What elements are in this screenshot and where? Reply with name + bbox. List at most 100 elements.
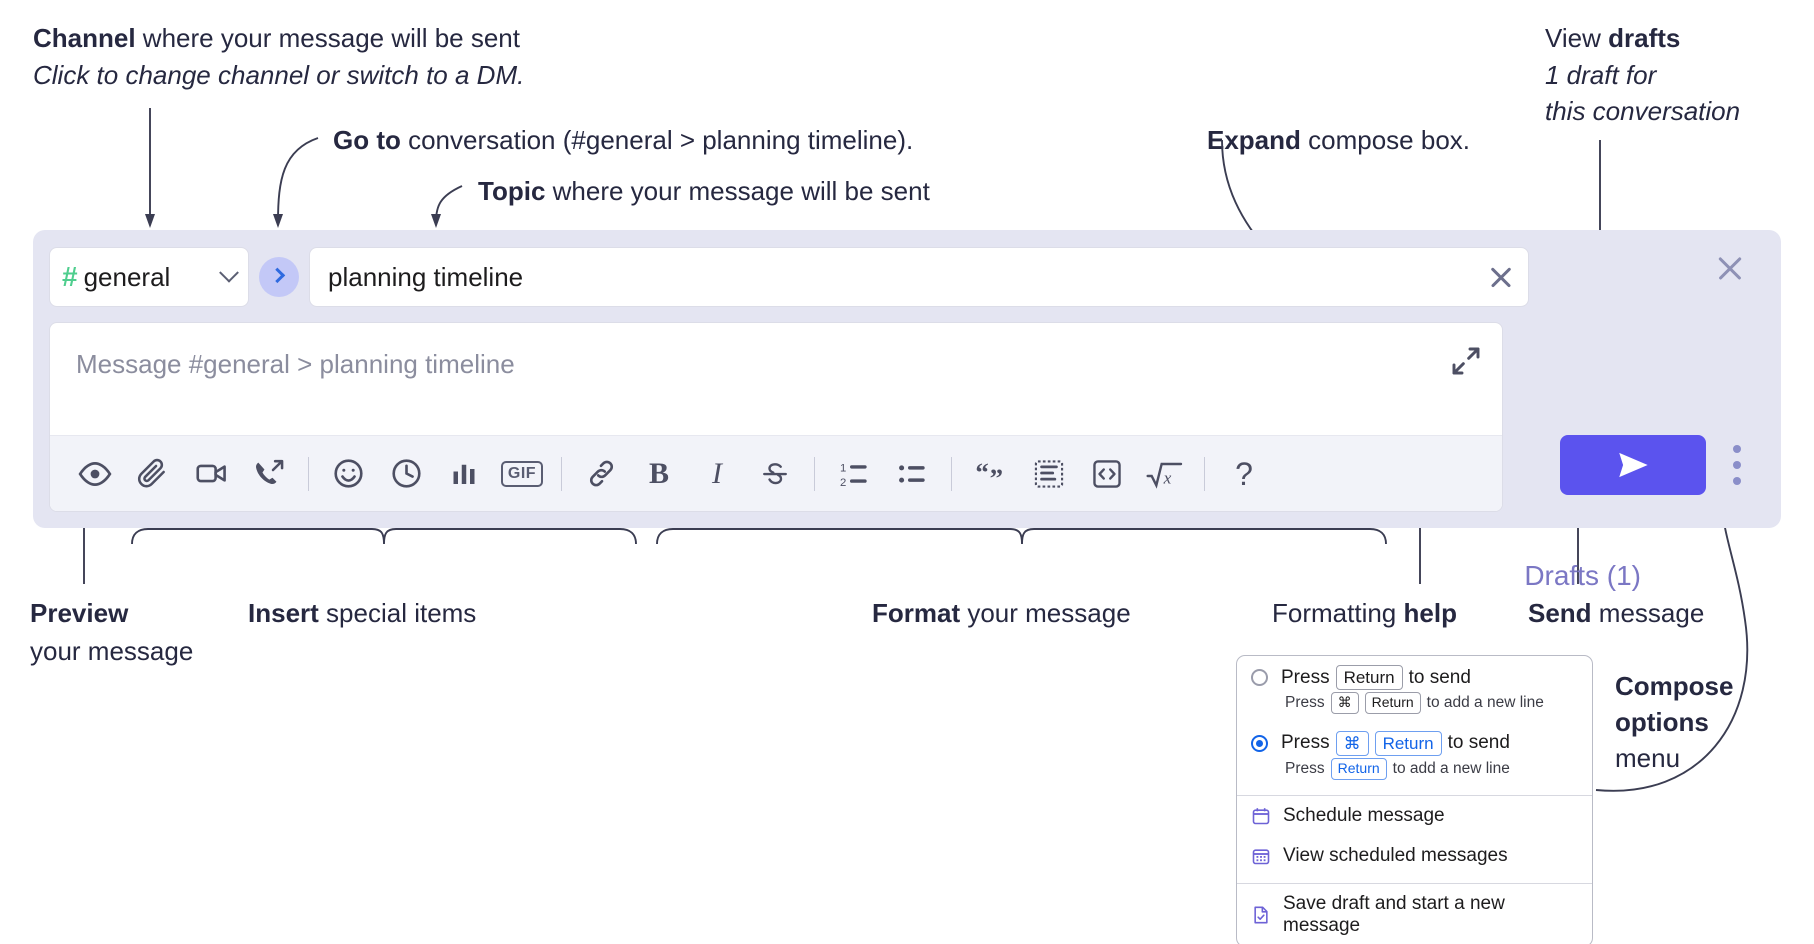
emoji-icon[interactable] [319,445,377,503]
annotation-format-rest: your message [960,598,1131,628]
annotation-compose-options-l2b: options [1615,707,1709,737]
send-option-return[interactable]: Press Return to send [1237,656,1592,692]
annotation-send: Send message [1528,598,1704,630]
option2-post: to send [1447,732,1510,754]
bold-label: B [648,456,669,490]
compose-options-button[interactable] [1723,442,1751,488]
gif-label: GIF [500,460,544,487]
annotation-topic: Topic where your message will be sent [478,176,930,208]
option2-text: Press ⌘ Return to send [1281,730,1510,756]
gif-icon[interactable]: GIF [493,445,551,503]
hash-icon: # [62,261,78,292]
help-label: ? [1235,455,1253,492]
blockquote-icon[interactable]: “ ” [962,445,1020,503]
annotation-preview-sub: your message [30,636,194,666]
annotation-expand: Expand compose box. [1207,125,1470,157]
latex-icon[interactable]: x [1136,445,1194,503]
annotation-goto: Go to conversation (#general > planning … [333,125,913,157]
annotation-expand-bold: Expand [1207,125,1301,155]
option1-sub-post: to add a new line [1426,694,1544,711]
option2-key1: ⌘ [1335,730,1369,756]
annotation-help-pre: Formatting [1272,598,1404,628]
calendar-grid-icon [1251,846,1271,866]
goto-conversation-button[interactable] [259,257,299,297]
annotation-goto-bold: Go to [333,125,401,155]
option1-sub-pre: Press [1285,694,1325,711]
channel-name: general [83,261,171,292]
radio-return[interactable] [1251,669,1268,687]
annotation-compose-options-l2: options [1615,707,1709,739]
poll-icon[interactable] [435,445,493,503]
send-option-cmd-return[interactable]: Press ⌘ Return to send [1237,722,1592,758]
toolbar-separator [814,456,815,491]
compose-options-menu: Press Return to send Press ⌘ Return to a… [1236,655,1593,944]
audio-icon[interactable] [240,445,298,503]
radio-cmd-return[interactable] [1251,734,1268,752]
option2-sub-post: to add a new line [1392,759,1510,777]
help-icon[interactable]: ? [1215,445,1273,503]
annotation-drafts-sub2: this conversation [1545,96,1741,126]
code-icon[interactable] [1078,445,1136,503]
annotation-preview-bold: Preview [30,598,129,628]
italic-icon[interactable]: I [688,445,746,503]
topic-input[interactable]: planning timeline [309,247,1529,307]
option2-sub-pre: Press [1285,759,1325,777]
annotation-send-bold: Send [1528,598,1592,628]
menu-divider [1237,794,1592,796]
menu-item-save-draft[interactable]: Save draft and start a new message [1237,884,1592,944]
annotation-insert: Insert special items [248,598,476,630]
toolbar-separator [1204,456,1205,491]
kebab-dot [1733,445,1741,453]
expand-icon[interactable] [1450,345,1482,377]
link-icon[interactable] [572,445,630,503]
toolbar-separator [561,456,562,491]
bulleted-list-icon[interactable] [883,445,941,503]
drafts-link[interactable]: Drafts (1) [1524,560,1641,591]
menu-item-schedule-message[interactable]: Schedule message [1237,796,1592,836]
code-block-icon[interactable] [1020,445,1078,503]
calendar-icon [1251,806,1271,826]
menu-item-label: Save draft and start a new message [1283,892,1505,936]
strikethrough-icon[interactable] [746,445,804,503]
annotation-compose-options: Compose [1615,671,1733,703]
annotation-goto-rest: conversation (#general > planning timeli… [400,125,914,155]
annotation-drafts-bold: drafts [1608,23,1681,53]
annotation-preview: Preview [30,598,128,630]
channel-picker[interactable]: # general [49,247,249,307]
option2-subtext: Press Return to add a new line [1237,758,1592,788]
chevron-down-icon [219,262,239,283]
attachment-icon[interactable] [124,445,182,503]
option2-key2: Return [1374,730,1442,756]
topic-value: planning timeline [328,261,524,292]
annotation-channel-sub: Click to change channel or switch to a D… [33,60,525,90]
annotation-drafts-sub1: 1 draft for [1545,60,1657,90]
message-placeholder: Message #general > planning timeline [76,349,515,379]
clear-topic-icon[interactable] [1488,264,1514,290]
ordered-list-icon[interactable]: 1 2 [825,445,883,503]
kebab-dot [1733,461,1741,469]
svg-text:x: x [1163,468,1172,487]
preview-icon[interactable] [66,445,124,503]
annotation-topic-bold: Topic [478,176,546,206]
bold-icon[interactable]: B [630,445,688,503]
clock-icon[interactable] [377,445,435,503]
annotation-format: Format your message [872,598,1131,630]
annotation-insert-bold: Insert [248,598,319,628]
annotation-insert-rest: special items [318,598,477,628]
option1-pre: Press [1281,666,1330,688]
option1-sub-key1: ⌘ [1330,692,1359,714]
close-icon[interactable] [1715,253,1745,283]
message-input-box[interactable]: Message #general > planning timeline [49,322,1503,512]
italic-label: I [712,456,722,490]
menu-item-view-scheduled[interactable]: View scheduled messages [1237,836,1592,876]
annotation-send-rest: message [1591,598,1705,628]
send-button[interactable] [1560,435,1706,495]
formatting-toolbar: GIF B I [50,435,1502,511]
svg-text:2: 2 [840,477,846,489]
save-draft-icon [1251,905,1271,925]
menu-item-label: Schedule message [1283,804,1445,826]
annotation-drafts-pre: View [1545,23,1609,53]
annotation-channel-bold: Channel [33,23,136,53]
annotation-help-bold: help [1403,598,1457,628]
video-icon[interactable] [182,445,240,503]
